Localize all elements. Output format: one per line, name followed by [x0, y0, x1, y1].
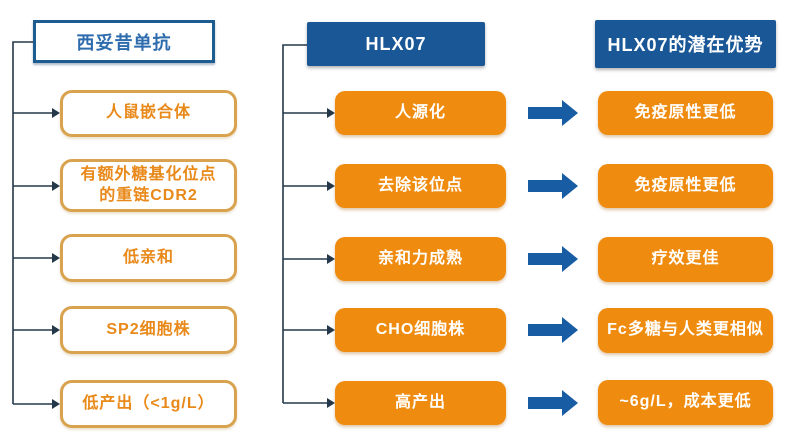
- hlx07-item-site-removed: 去除该位点: [335, 164, 506, 208]
- flow-arrow-icon: [528, 100, 578, 126]
- column-header-hlx07: HLX07: [307, 22, 485, 66]
- flow-arrow-icon: [528, 246, 578, 272]
- flow-arrow-icon: [528, 317, 578, 343]
- cetuximab-item-low-affinity: 低亲和: [60, 234, 237, 282]
- hlx07-item-high-yield: 高产出: [335, 381, 506, 425]
- flow-arrow-icon: [528, 173, 578, 199]
- column-header-cetuximab: 西妥昔单抗: [33, 20, 215, 63]
- advantage-item-better-efficacy: 疗效更佳: [598, 237, 773, 282]
- flow-arrow-icon: [528, 390, 578, 416]
- hlx07-item-affinity-matured: 亲和力成熟: [335, 237, 506, 281]
- hlx07-item-humanized: 人源化: [335, 91, 506, 135]
- advantage-item-lower-immunogenicity-2: 免疫原性更低: [598, 164, 773, 208]
- bracket-line-left: [12, 41, 33, 404]
- bracket-line-middle: [282, 44, 307, 403]
- advantage-item-fc-glycan-human-like: Fc多糖与人类更相似: [598, 308, 773, 353]
- cetuximab-item-low-yield: 低产出（<1g/L）: [60, 380, 237, 428]
- column-header-hlx07-advantages: HLX07的潜在优势: [595, 20, 776, 68]
- advantage-item-lower-cost: ~6g/L，成本更低: [598, 380, 773, 425]
- cetuximab-item-chimeric: 人鼠嵌合体: [60, 90, 237, 137]
- cetuximab-item-sp2-cell-line: SP2细胞株: [60, 306, 237, 354]
- cetuximab-item-glycosylation-cdr2: 有额外糖基化位点的重链CDR2: [60, 159, 237, 212]
- hlx07-item-cho-cell-line: CHO细胞株: [335, 308, 506, 352]
- advantage-item-lower-immunogenicity-1: 免疫原性更低: [598, 91, 773, 135]
